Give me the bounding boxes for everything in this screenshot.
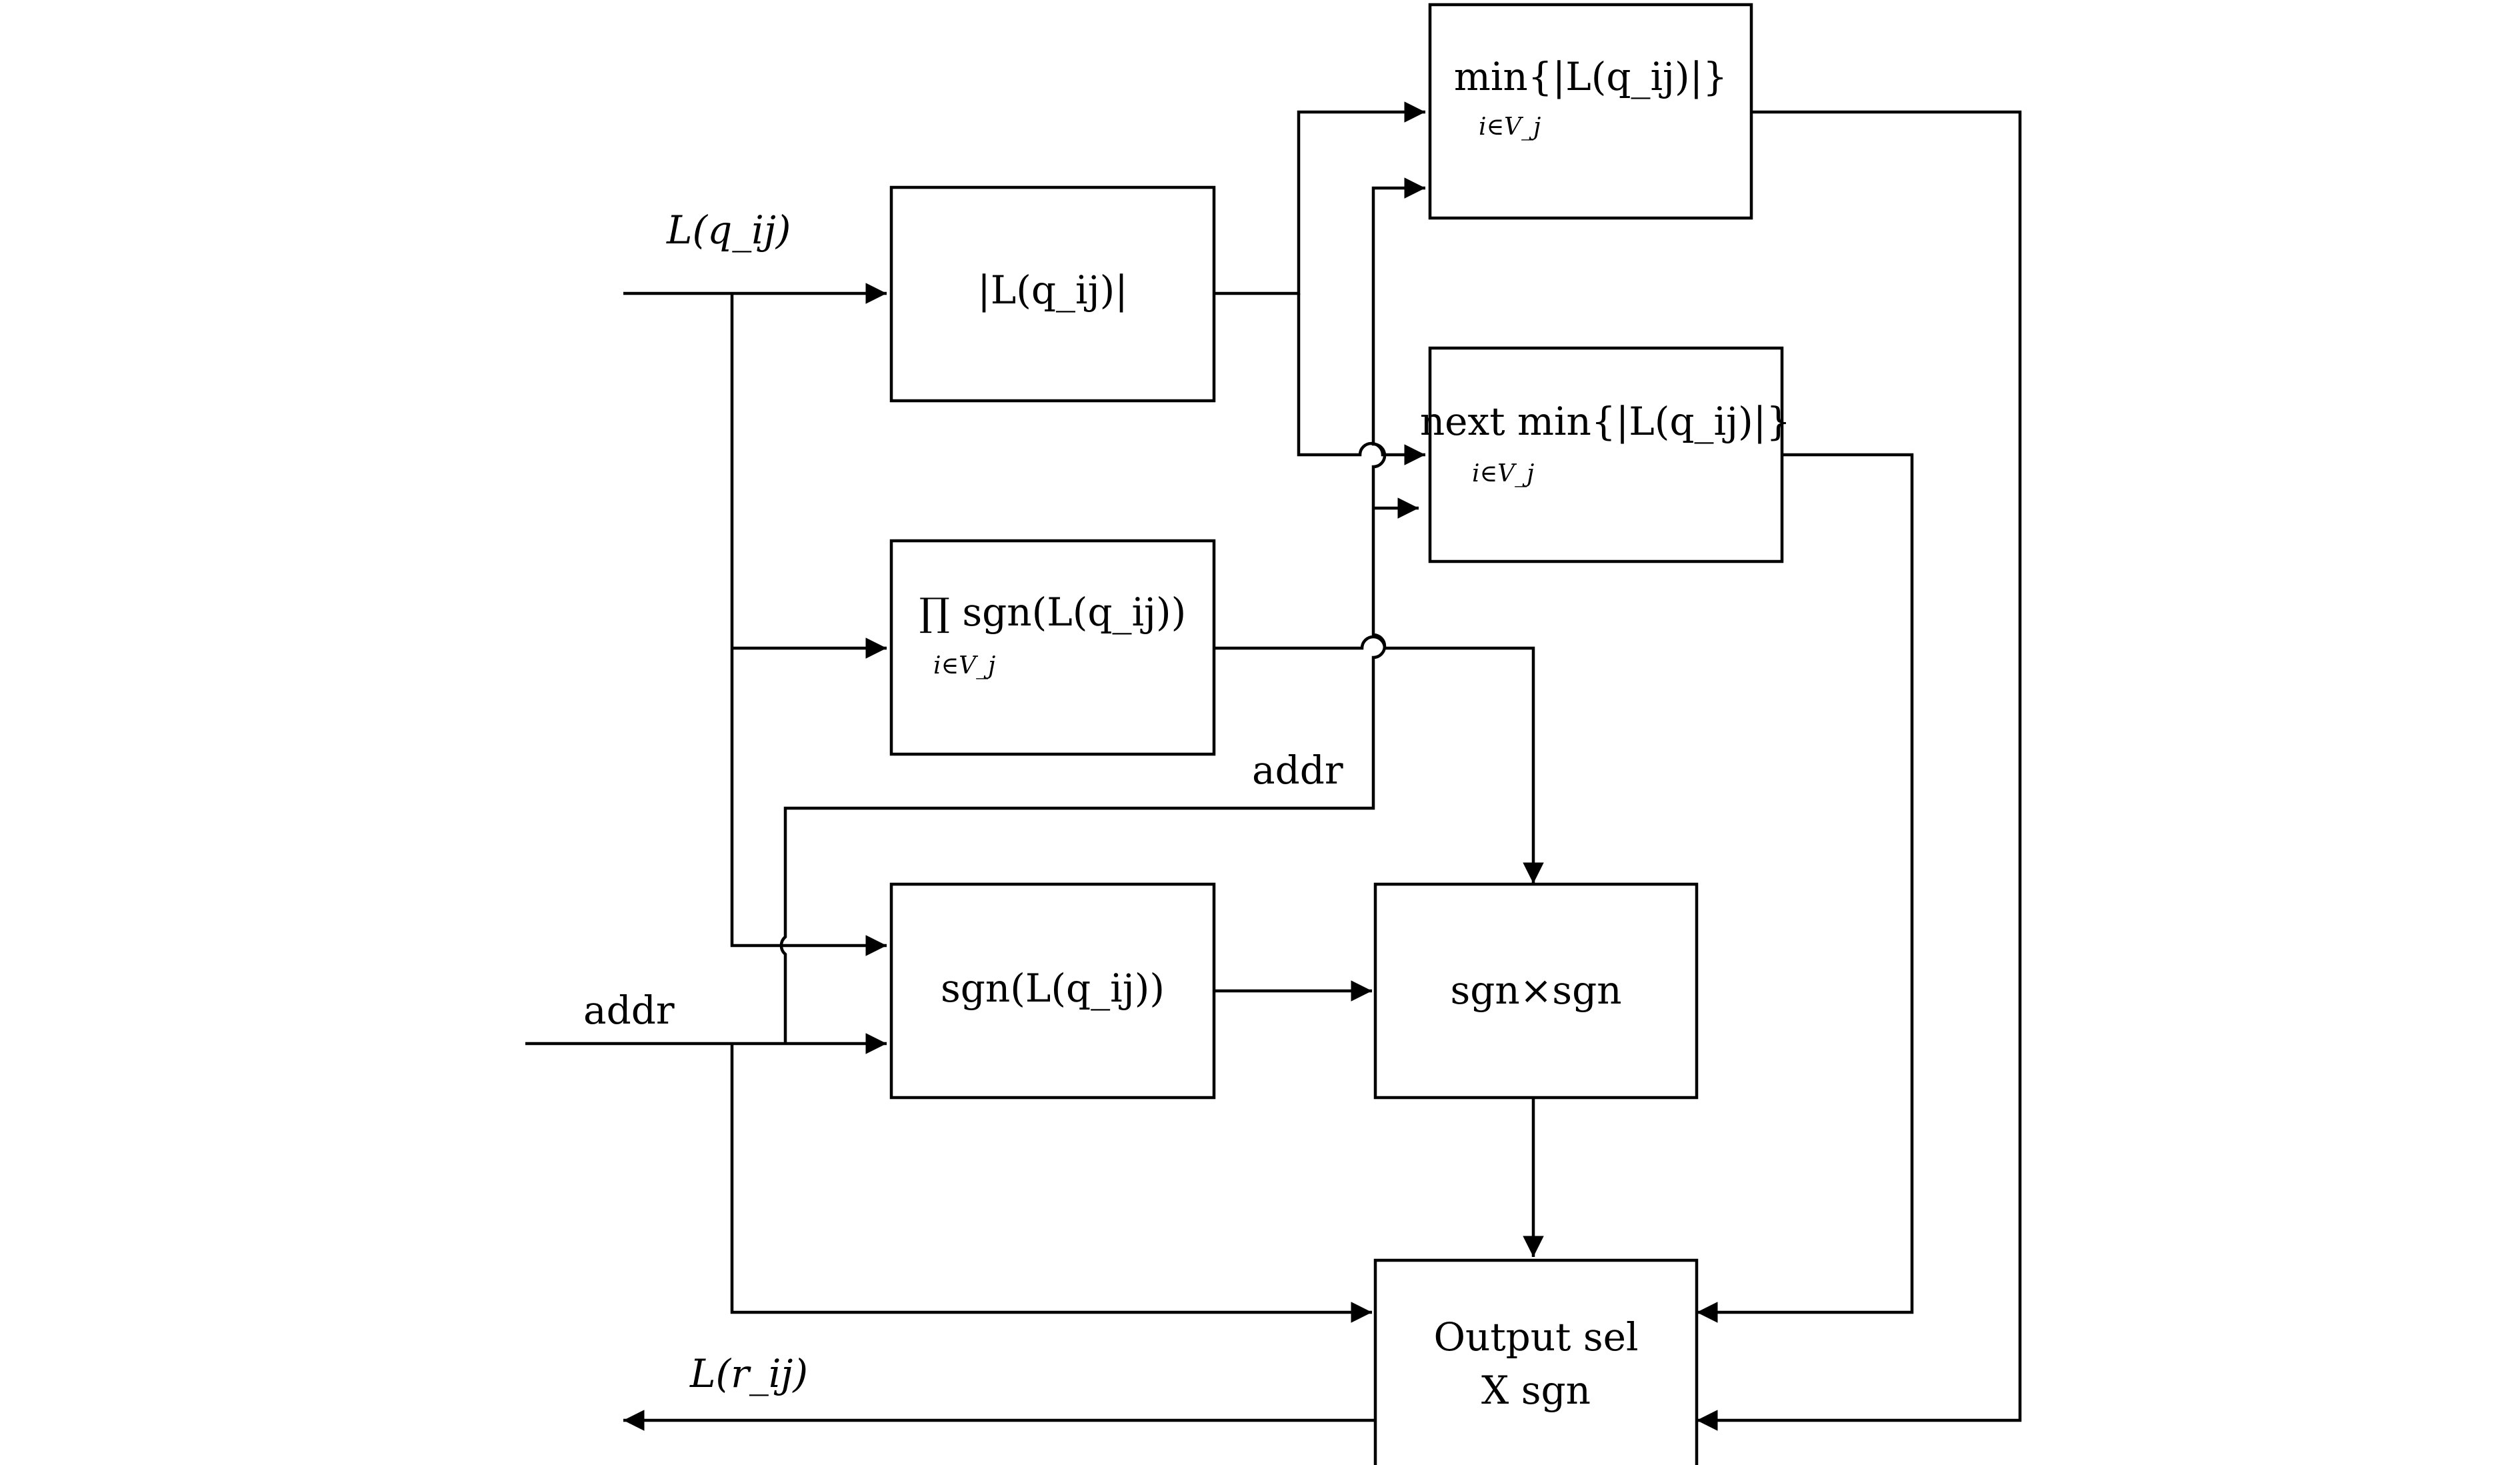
- signal-addr-input-label: addr: [583, 988, 675, 1033]
- wire-abs-to-next-min: [1297, 293, 1425, 465]
- wire-next-min-to-output: [1697, 453, 1914, 1323]
- block-sgn-product-subscript: i∈V_j: [933, 652, 995, 679]
- wires: [525, 101, 2022, 1431]
- block-sgn-product: ∏ sgn(L(q_ij)) i∈V_j: [889, 539, 1216, 756]
- block-sgn: sgn(L(q_ij)): [889, 882, 1216, 1100]
- block-sgn-mult: sgn×sgn: [1373, 882, 1699, 1100]
- block-min-label: min{|L(q_ij)|}: [1454, 54, 1727, 99]
- block-min: min{|L(q_ij)|} i∈V_j: [1428, 3, 1753, 220]
- signal-output-label: L(r_ij): [689, 1351, 808, 1396]
- block-output-sel: Output sel X sgn: [1373, 1258, 1699, 1465]
- wire-abs-to-min: [1215, 101, 1425, 295]
- block-min-subscript: i∈V_j: [1479, 113, 1541, 141]
- block-output-sel-line2: X sgn: [1481, 1368, 1591, 1413]
- wire-addr-to-output: [730, 1044, 1372, 1323]
- block-next-min: next min{|L(q_ij)|} i∈V_j: [1420, 346, 1791, 563]
- wire-min-to-output: [1697, 110, 2022, 1431]
- block-abs-label: |L(q_ij)|: [977, 267, 1128, 313]
- signal-addr-internal-label: addr: [1252, 748, 1343, 793]
- block-output-sel-line1: Output sel: [1433, 1314, 1638, 1360]
- block-abs: |L(q_ij)|: [889, 185, 1216, 403]
- block-sgn-mult-label: sgn×sgn: [1450, 968, 1621, 1013]
- block-next-min-subscript: i∈V_j: [1472, 460, 1534, 487]
- block-sgn-label: sgn(L(q_ij)): [941, 966, 1165, 1011]
- block-sgn-product-label: ∏ sgn(L(q_ij)): [919, 589, 1187, 635]
- wire-input-trunk: [730, 293, 887, 956]
- block-next-min-label: next min{|L(q_ij)|}: [1420, 399, 1791, 444]
- signal-input-label: L(q_ij): [666, 207, 791, 253]
- wire-sgn-product-to-mult: [1215, 635, 1544, 884]
